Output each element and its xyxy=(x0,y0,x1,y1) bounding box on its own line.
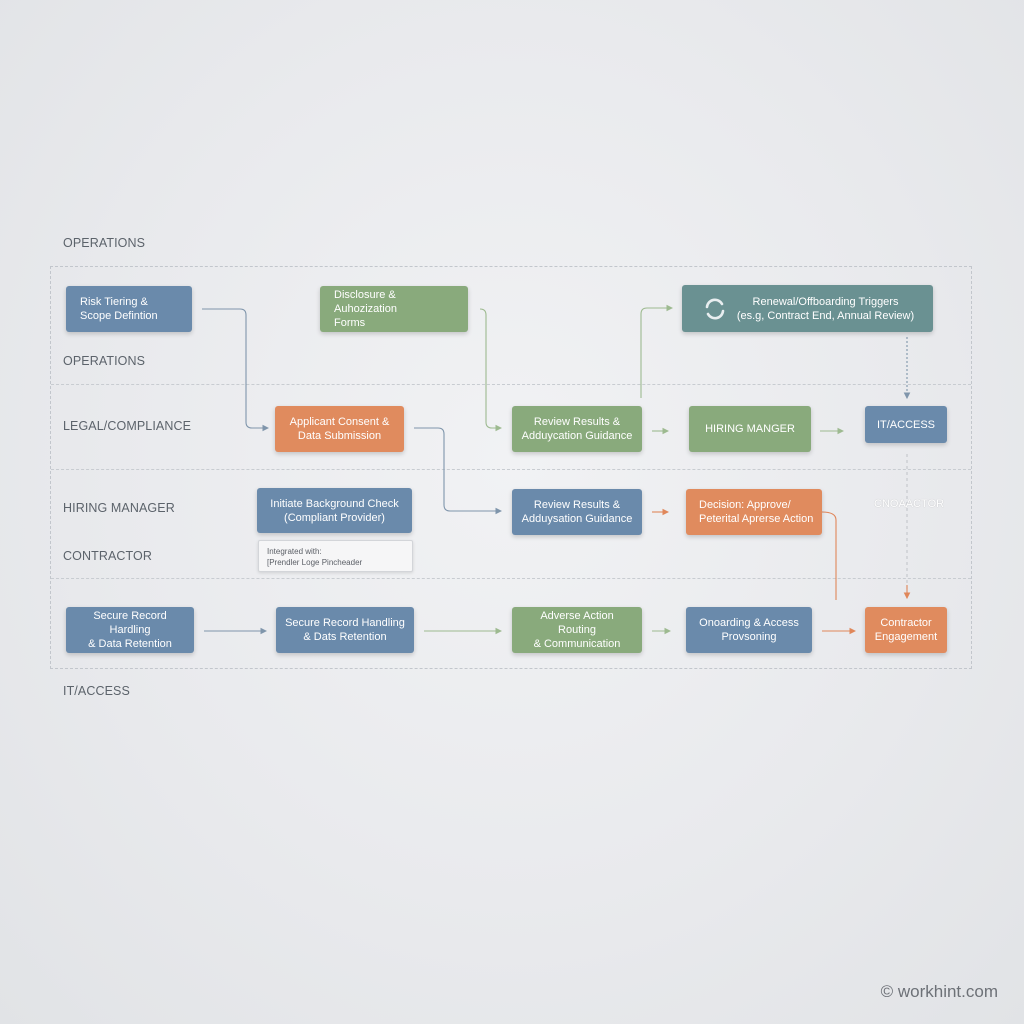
risk-tiering-label: Risk Tiering & Scope Defintion xyxy=(80,296,158,322)
it-access-box[interactable]: IT/ACCESS xyxy=(865,406,947,443)
lane-label-it-access: IT/ACCESS xyxy=(63,684,130,698)
lane-divider xyxy=(51,469,971,470)
hiring-manger-label: HIRING MANGER xyxy=(705,423,795,435)
onboarding-box[interactable]: Onoarding & Access Provsoning xyxy=(686,607,812,653)
lane-label-contractor: CONTRACTOR xyxy=(63,549,152,563)
lane-label-legal: LEGAL/COMPLIANCE xyxy=(63,419,192,433)
secure-record-label-2: Secure Record Handling & Dats Retention xyxy=(285,617,405,643)
secure-record-label-1: Secure Record Hardling & Data Retention xyxy=(88,610,172,650)
adverse-action-box[interactable]: Adverse Action Routing & Communication xyxy=(512,607,642,653)
initiate-check-label: Initiate Background Check (Compliant Pro… xyxy=(270,497,399,524)
contractor-engagement-label: Contractor Engagement xyxy=(874,617,938,643)
initiate-check-box[interactable]: Initiate Background Check (Compliant Pro… xyxy=(257,488,412,533)
integration-note: Integrated with: [Prendler Loge Pinchead… xyxy=(258,540,413,572)
it-access-label: IT/ACCESS xyxy=(876,418,936,431)
secure-record-box-1[interactable]: Secure Record Hardling & Data Retention xyxy=(66,607,194,653)
contractor-engagement-box[interactable]: Contractor Engagement xyxy=(865,607,947,653)
decision-box[interactable]: Decision: Approve/ Peterital Aprerse Act… xyxy=(686,489,822,535)
watermark: © workhint.com xyxy=(880,982,998,1001)
renewal-label: Renewal/Offboarding Triggers (es.g, Cont… xyxy=(736,295,915,322)
integration-note-text: Integrated with: [Prendler Loge Pinchead… xyxy=(267,547,363,567)
hiring-manger-box[interactable]: HIRING MANGER xyxy=(689,406,811,452)
disclosure-box[interactable]: Disclosure & Auhozization Forms xyxy=(320,286,468,332)
review-results-2-box[interactable]: Review Results & Adduysation Guidance xyxy=(512,489,642,535)
adverse-action-label: Adverse Action Routing & Communication xyxy=(533,610,621,650)
lane-label-operations: OPERATIONS xyxy=(63,354,146,368)
swimlane-frame xyxy=(50,266,972,669)
consent-box[interactable]: Applicant Consent & Data Submission xyxy=(275,406,404,452)
decision-label: Decision: Approve/ Peterital Aprerse Act… xyxy=(699,499,814,525)
onboarding-label: Onoarding & Access Provsoning xyxy=(699,617,799,643)
lane-divider xyxy=(51,578,971,579)
disclosure-label: Disclosure & Auhozization Forms xyxy=(334,289,397,329)
lane-label-operations-top: OPERATIONS xyxy=(63,236,146,250)
consent-label: Applicant Consent & Data Submission xyxy=(289,416,390,442)
renewal-box[interactable]: Renewal/Offboarding Triggers (es.g, Cont… xyxy=(682,285,933,332)
review-results-label: Review Results & Adduycation Guidance xyxy=(521,416,633,442)
risk-tiering-box[interactable]: Risk Tiering & Scope Defintion xyxy=(66,286,192,332)
secure-record-box-2[interactable]: Secure Record Handling & Dats Retention xyxy=(276,607,414,653)
review-results-2-label: Review Results & Adduysation Guidance xyxy=(521,499,633,525)
lane-divider xyxy=(51,384,971,385)
contractor-floating-label: CNOAACTOR xyxy=(874,498,945,510)
review-results-box[interactable]: Review Results & Adduycation Guidance xyxy=(512,406,642,452)
refresh-icon xyxy=(705,298,725,319)
lane-label-hiring: HIRING MANAGER xyxy=(63,501,175,515)
